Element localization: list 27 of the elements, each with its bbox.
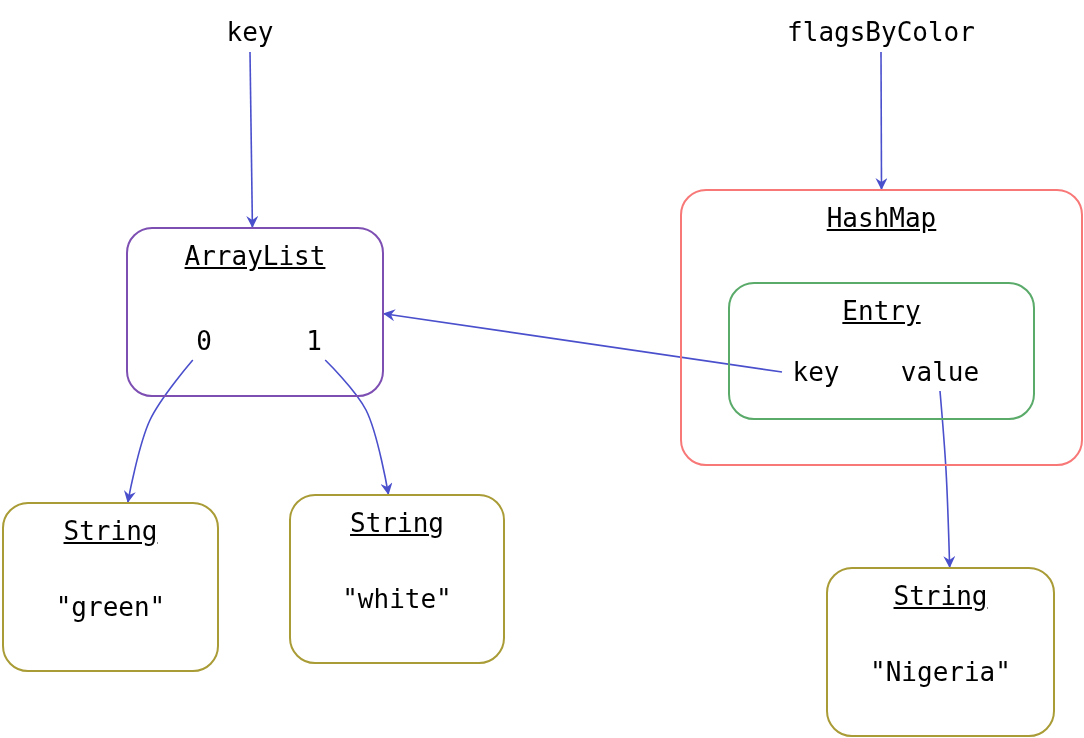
class-name-heading: Entry (842, 296, 921, 326)
arrow (324, 359, 393, 495)
arrow (124, 359, 194, 503)
field-label: value (888, 353, 992, 391)
variable-label: key (200, 12, 300, 52)
arrow (939, 390, 956, 568)
class-name-heading: String (350, 508, 444, 538)
string-value: "Nigeria" (870, 657, 1011, 687)
object-box (728, 282, 1035, 420)
class-name-heading: HashMap (826, 203, 937, 233)
class-name-heading: String (63, 516, 158, 546)
object-box (680, 189, 1083, 466)
object-box (289, 494, 505, 664)
index-label: 1 (300, 322, 328, 360)
object-box (126, 227, 384, 397)
arrow (875, 51, 888, 190)
arrow (246, 51, 259, 228)
class-name-heading: String (893, 581, 988, 611)
string-value: "white" (342, 584, 452, 614)
object-box (826, 567, 1055, 737)
object-box (2, 502, 219, 672)
variable-label: flagsByColor (740, 12, 1022, 52)
string-value: "green" (55, 592, 166, 622)
field-label: key (782, 353, 850, 391)
arrow (383, 309, 783, 373)
index-label: 0 (190, 322, 218, 360)
class-name-heading: ArrayList (184, 241, 326, 271)
